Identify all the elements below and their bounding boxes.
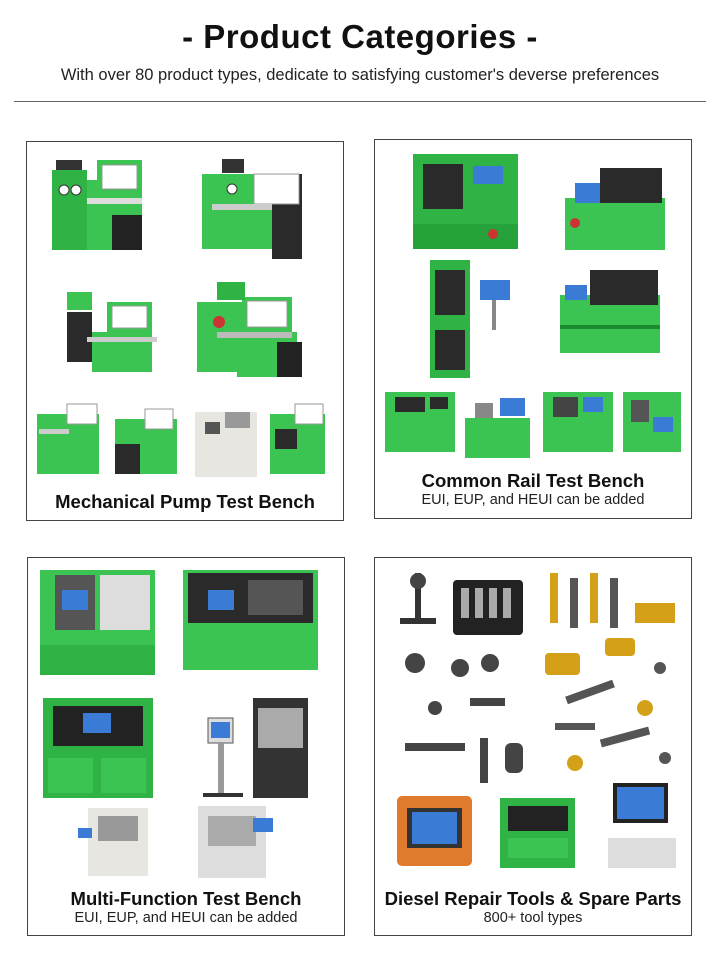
- category-title: Common Rail Test Bench: [421, 470, 645, 491]
- category-title: Mechanical Pump Test Bench: [55, 491, 315, 512]
- mechanical-bench-illustration: [37, 159, 325, 477]
- category-card-common-rail[interactable]: Common Rail Test Bench EUI, EUP, and HEU…: [374, 139, 692, 519]
- category-title: Multi-Function Test Bench: [70, 888, 302, 909]
- category-subtitle: EUI, EUP, and HEUI can be added: [74, 910, 298, 926]
- common-rail-bench-illustration: [385, 154, 681, 458]
- page-title: - Product Categories -: [182, 18, 538, 55]
- multi-function-bench-illustration: [40, 570, 318, 878]
- category-card-multi-function[interactable]: Multi-Function Test Bench EUI, EUP, and …: [27, 557, 345, 936]
- header-divider: [14, 101, 706, 102]
- tools-parts-illustration: [397, 573, 676, 868]
- category-title: Diesel Repair Tools & Spare Parts: [384, 888, 682, 909]
- category-subtitle: 800+ tool types: [483, 910, 583, 926]
- category-card-mechanical-pump[interactable]: Mechanical Pump Test Bench: [26, 141, 344, 521]
- category-card-tools-spare-parts[interactable]: Diesel Repair Tools & Spare Parts 800+ t…: [374, 557, 692, 936]
- page-subtitle: With over 80 product types, dedicate to …: [60, 66, 660, 84]
- category-subtitle: EUI, EUP, and HEUI can be added: [421, 492, 645, 508]
